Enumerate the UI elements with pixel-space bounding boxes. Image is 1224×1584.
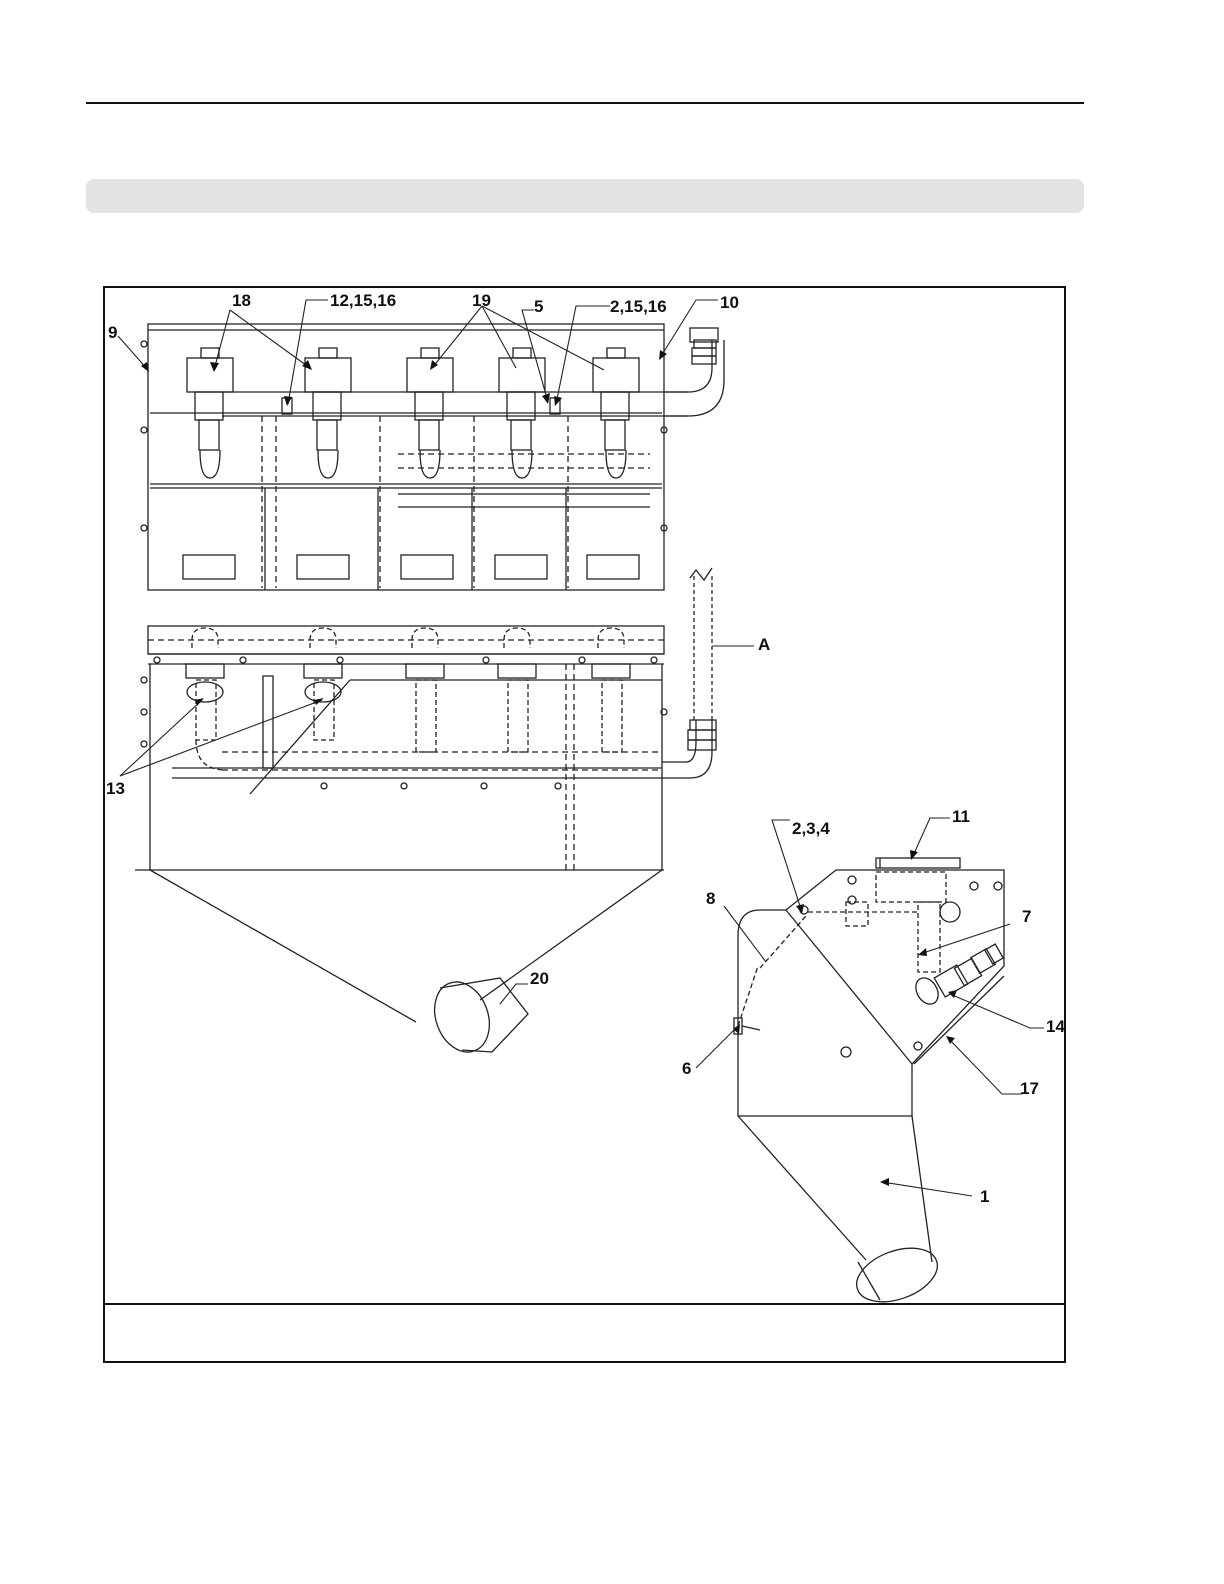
hidden-valve-row — [192, 628, 624, 770]
side-view-assembly — [734, 858, 1004, 1312]
callout-a: A — [758, 635, 770, 654]
callout-7: 7 — [1022, 907, 1031, 926]
callout-18: 18 — [232, 291, 251, 310]
callout-13: 13 — [106, 779, 125, 798]
callout-8: 8 — [706, 889, 715, 908]
valve-couplings — [186, 664, 630, 702]
callout-1: 1 — [980, 1187, 989, 1206]
callout-5: 5 — [534, 297, 543, 316]
callout-2-15-16: 2,15,16 — [610, 297, 667, 316]
callout-9: 9 — [108, 323, 117, 342]
callout-19: 19 — [472, 291, 491, 310]
callout-12-15-16: 12,15,16 — [330, 291, 396, 310]
callout-17: 17 — [1020, 1079, 1039, 1098]
callout-20: 20 — [530, 969, 549, 988]
front-view-assembly — [135, 568, 716, 1060]
leader-lines — [118, 300, 1044, 1196]
callout-6: 6 — [682, 1059, 691, 1078]
callout-14: 14 — [1046, 1017, 1065, 1036]
callout-10: 10 — [720, 293, 739, 312]
callout-labels: 18 12,15,16 19 5 2,15,16 10 9 A 13 2,3,4… — [106, 291, 1065, 1206]
callout-11: 11 — [952, 807, 970, 826]
callout-2-3-4: 2,3,4 — [792, 819, 830, 838]
